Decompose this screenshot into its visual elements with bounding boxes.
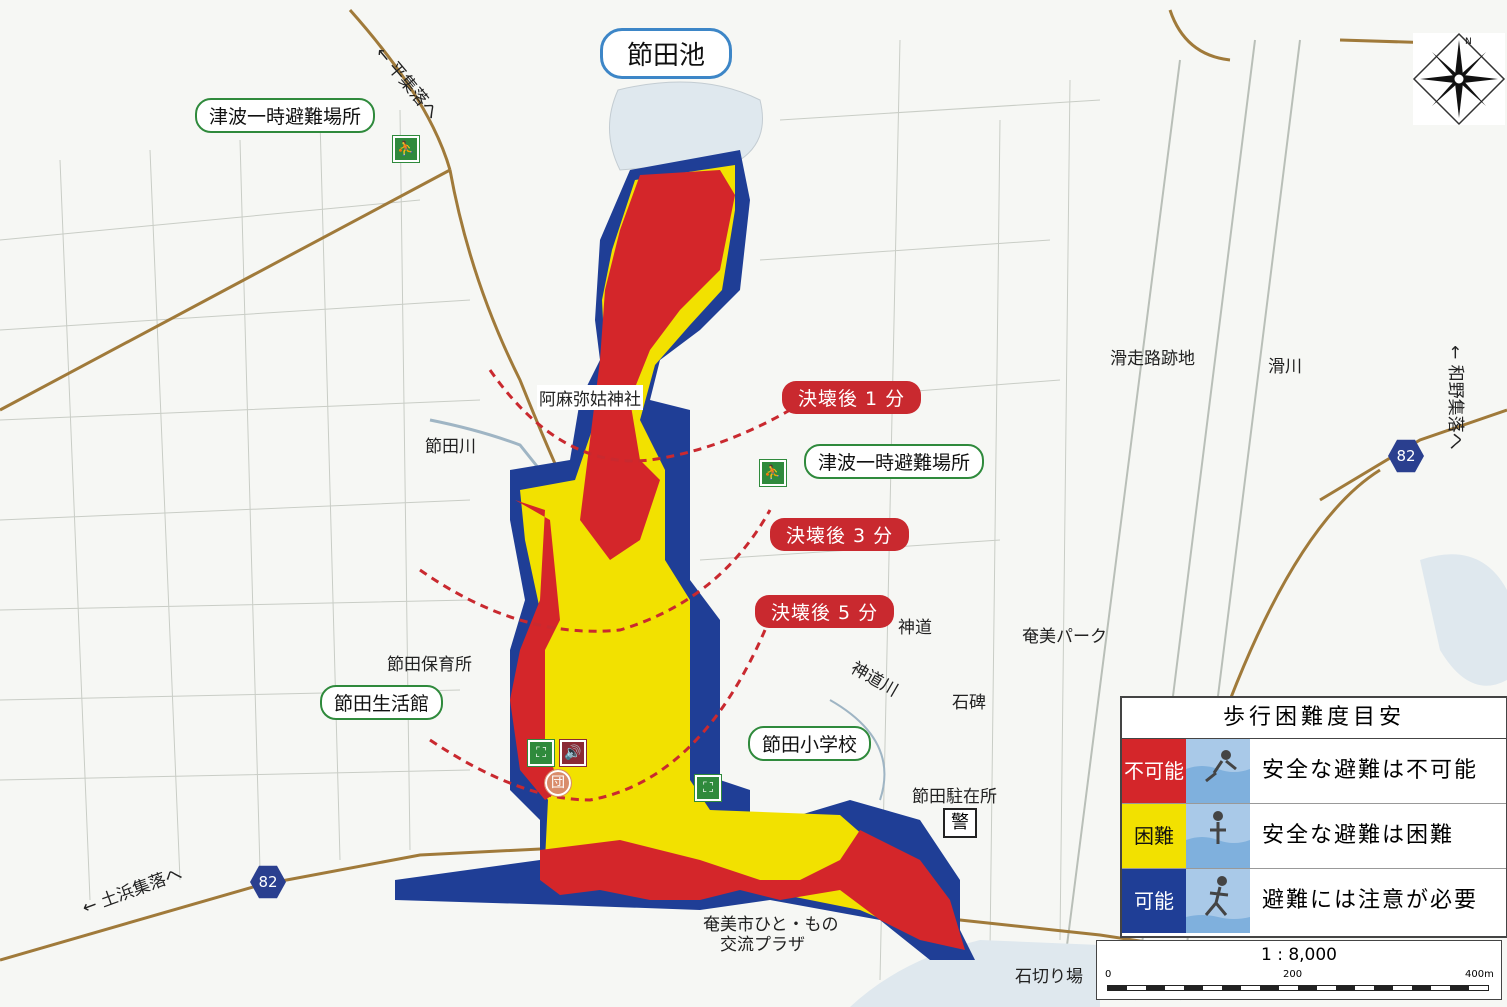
amami-park-label: 奄美パーク: [1022, 627, 1107, 647]
compass-rose-icon: N: [1412, 32, 1506, 126]
elementary-school-label: 節田小学校: [748, 726, 872, 761]
legend-desc-impossible: 安全な避難は不可能: [1262, 758, 1479, 783]
scale-tick-400: 400m: [1465, 969, 1494, 980]
breach-5min-label: 決壊後 5 分: [755, 595, 895, 628]
drowning-person-icon: [1186, 739, 1250, 803]
tsunami-refuge-icon: ⛹: [759, 459, 787, 487]
legend-desc-possible: 避難には注意が必要: [1262, 888, 1479, 913]
compass-north-label: N: [1465, 37, 1472, 47]
scale-ratio: 1 : 8,000: [1260, 945, 1338, 965]
legend-row-possible: 可能 避難には注意が必要: [1122, 869, 1506, 933]
evacuation-shelter-icon: ⛶: [694, 774, 722, 802]
breach-1min-label: 決壊後 1 分: [782, 381, 922, 414]
quarry-label: 石切り場: [1015, 967, 1083, 987]
community-hall-label: 節田生活館: [320, 685, 444, 720]
tsunami-refuge-icon: ⛹: [392, 135, 420, 163]
to-wano-label: ← 和野集落へ: [1445, 345, 1465, 450]
nursery-label: 節田保育所: [387, 655, 472, 675]
legend-desc-difficult: 安全な避難は困難: [1262, 823, 1455, 848]
map-title: 節田池: [600, 28, 733, 79]
walking-difficulty-legend: 歩行困難度目安 不可能 安全な避難は不可能 困難 安全な避難は困難 可能 避難に…: [1120, 696, 1507, 938]
tsunami-refuge-label-east: 津波一時避難場所: [804, 444, 985, 479]
police-box-label: 節田駐在所: [912, 787, 997, 807]
legend-swatch-yellow: 困難: [1122, 804, 1186, 868]
shrine-label: 阿麻弥姑神社: [537, 385, 643, 410]
running-person-icon: [1186, 869, 1250, 933]
police-icon: 警: [943, 808, 977, 838]
loudspeaker-icon: 🔊: [559, 739, 587, 767]
breach-arcs: [419, 369, 791, 802]
legend-row-difficult: 困難 安全な避難は困難: [1122, 804, 1506, 869]
legend-title: 歩行困難度目安: [1122, 698, 1506, 739]
stone-monument-label: 石碑: [952, 693, 986, 713]
evacuation-shelter-icon: ⛶: [527, 739, 555, 767]
inundation-red-zone: [510, 170, 965, 950]
scale-bar: 1 : 8,000 0 200 400m: [1096, 940, 1502, 1000]
route-82-marker-west: 82: [250, 865, 286, 899]
legend-swatch-red: 不可能: [1122, 739, 1186, 803]
tsunami-refuge-label-north: 津波一時避難場所: [195, 98, 376, 133]
legend-swatch-blue: 可能: [1122, 869, 1186, 933]
route-82-marker-east: 82: [1388, 439, 1424, 473]
breach-3min-label: 決壊後 3 分: [770, 518, 910, 551]
scale-tick-200: 200: [1283, 969, 1303, 980]
plaza-label-line2: 交流プラザ: [720, 935, 805, 955]
setada-river-label: 節田川: [425, 437, 476, 457]
scale-graduation: [1107, 985, 1489, 991]
scale-tick-0: 0: [1105, 969, 1112, 980]
plaza-label-line1: 奄美市ひと・もの: [703, 915, 839, 935]
runway-ruins-label: 滑走路跡地: [1110, 349, 1195, 369]
namekawa-label: 滑川: [1268, 357, 1302, 377]
kamimichi-label: 神道: [898, 618, 932, 638]
legend-row-impossible: 不可能 安全な避難は不可能: [1122, 739, 1506, 804]
fire-brigade-icon: 団: [544, 769, 572, 797]
wading-person-icon: [1186, 804, 1250, 868]
